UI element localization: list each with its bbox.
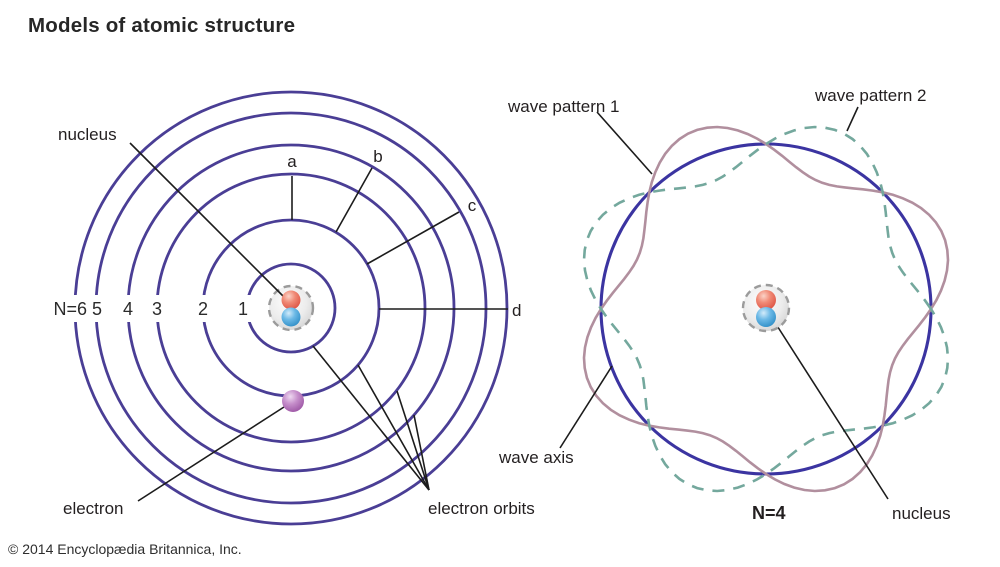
tick-label-d: d <box>512 301 521 320</box>
leader-line-wave-pattern-2 <box>846 106 859 132</box>
orbit-pointer-line-2 <box>357 364 430 491</box>
tick-label-c: c <box>468 196 477 215</box>
shell-label-n6: N=6 <box>53 299 87 319</box>
label-gap <box>193 295 214 322</box>
wave-pattern-2-curve <box>582 125 950 493</box>
electron-label: electron <box>63 499 123 518</box>
label-gap <box>88 295 108 322</box>
leader-line-electron <box>137 406 285 502</box>
shell-label-3: 3 <box>152 299 162 319</box>
proton-icon <box>281 290 301 310</box>
shell-label-4: 4 <box>123 299 133 319</box>
leader-line-wave-pattern-1 <box>596 111 653 175</box>
wave-pattern-2-label: wave pattern 2 <box>814 86 927 105</box>
shell-label-5: 5 <box>92 299 102 319</box>
neutron-icon <box>281 307 301 327</box>
page-title: Models of atomic structure <box>28 14 296 37</box>
tick-line-c <box>366 211 460 265</box>
wave-axis-label: wave axis <box>498 448 574 467</box>
leader-line-nucleus-left <box>129 142 287 300</box>
tick-line-b <box>335 167 373 233</box>
tick-label-a: a <box>287 152 297 171</box>
label-gap <box>232 295 256 322</box>
orbit-pointer-line-3 <box>396 390 430 491</box>
wave-pattern-1-label: wave pattern 1 <box>507 97 620 116</box>
nucleus-label-left: nucleus <box>58 125 117 144</box>
tick-label-b: b <box>373 147 382 166</box>
shell-label-2: 2 <box>198 299 208 319</box>
label-gap <box>40 295 90 322</box>
neutron-icon <box>756 307 776 327</box>
proton-icon <box>756 290 776 310</box>
orbit-pointer-line-1 <box>312 345 430 491</box>
nucleus-label-right: nucleus <box>892 504 951 523</box>
nucleus-icon-right <box>741 283 791 333</box>
label-gap <box>118 295 139 322</box>
orbit-pointer-line-4 <box>413 414 430 491</box>
nucleus-icon <box>129 142 315 332</box>
label-gap <box>147 295 168 322</box>
copyright-text: © 2014 Encyclopædia Britannica, Inc. <box>8 541 242 557</box>
leader-line-wave-axis <box>559 365 613 449</box>
shell-label-1: 1 <box>238 299 248 319</box>
bohr-model-diagram: N=6 5 4 3 2 1 a b c d <box>40 90 535 526</box>
leader-line-nucleus-right <box>773 320 889 500</box>
wave-model-diagram: wave pattern 1 wave pattern 2 wave axis … <box>498 86 951 523</box>
n4-label: N=4 <box>752 503 786 523</box>
electron-icon <box>282 390 304 412</box>
electron-orbits-label: electron orbits <box>428 499 535 518</box>
